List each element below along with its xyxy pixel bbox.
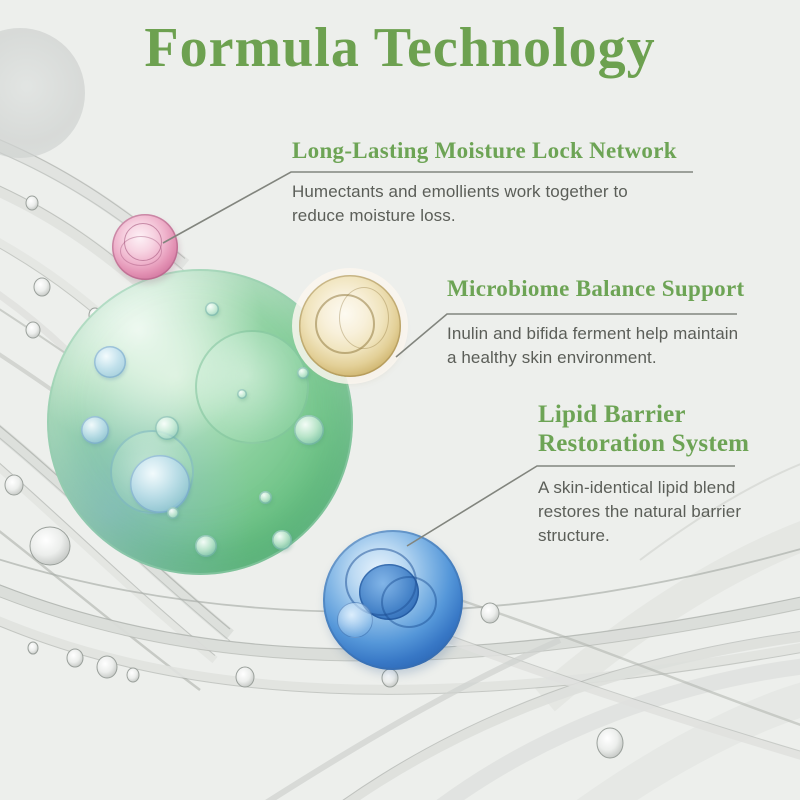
green-droplet: [195, 535, 217, 557]
gold-bubble: [299, 275, 401, 377]
callout-heading-lipid: Lipid Barrier Restoration System: [538, 401, 750, 457]
green-inner-swirl: [195, 330, 309, 444]
pink-bubble: [112, 214, 178, 280]
callout-lipid: Lipid Barrier Restoration System A skin-…: [538, 400, 783, 548]
green-droplet: [81, 416, 109, 444]
green-droplet: [167, 507, 179, 519]
green-droplet: [130, 455, 190, 513]
page-title: Formula Technology: [144, 17, 656, 79]
green-droplet: [297, 367, 309, 379]
green-droplet: [272, 530, 292, 550]
green-droplet: [94, 346, 126, 378]
callout-microbiome: Microbiome Balance Support Inulin and bi…: [447, 276, 747, 370]
callout-body-lipid: A skin-identical lipid blend restores th…: [538, 478, 742, 545]
ribbon-strand: [576, 682, 800, 800]
blue-inner-swirl: [337, 602, 373, 638]
callout-moisture: Long-Lasting Moisture Lock Network Humec…: [292, 138, 702, 228]
ribbon-strand: [535, 521, 800, 712]
pink-inner-swirl: [120, 236, 162, 266]
callout-body-microbiome: Inulin and bifida ferment help maintain …: [447, 324, 739, 367]
callout-heading-moisture: Long-Lasting Moisture Lock Network: [292, 138, 677, 163]
callout-heading-microbiome: Microbiome Balance Support: [447, 276, 745, 301]
green-droplet: [205, 302, 219, 316]
blue-bubble: [323, 530, 463, 670]
green-droplet: [259, 491, 272, 504]
green-droplet: [237, 389, 247, 399]
blue-inner-swirl: [381, 576, 437, 628]
green-droplet: [294, 415, 324, 445]
gold-inner-swirl: [339, 287, 389, 349]
callout-body-moisture: Humectants and emollients work together …: [292, 182, 628, 225]
green-droplet: [155, 416, 179, 440]
